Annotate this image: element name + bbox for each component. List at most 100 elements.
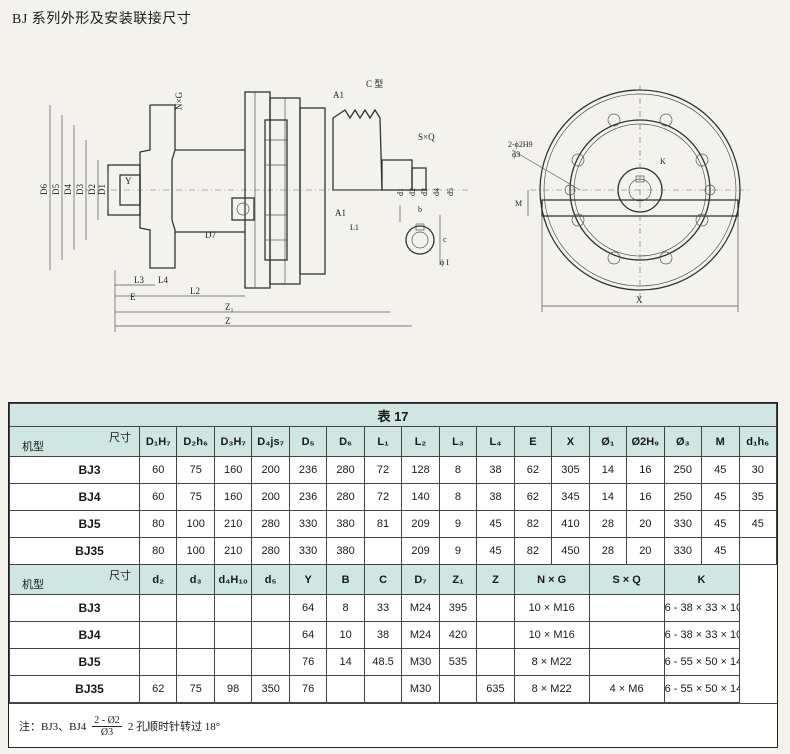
- data-cell: 62: [138, 675, 178, 703]
- column-header: Ø₃: [663, 426, 703, 457]
- data-cell: 75: [176, 456, 215, 484]
- label-d5-lower: d5: [446, 188, 455, 196]
- label-c: c: [443, 235, 447, 244]
- data-cell: 380: [326, 537, 365, 565]
- data-cell: 330: [663, 510, 703, 538]
- model-cell: BJ35: [9, 537, 140, 565]
- data-cell: [138, 621, 178, 649]
- data-cell: 45: [701, 483, 740, 511]
- data-cell: 98: [213, 675, 253, 703]
- column-header: L₄: [476, 426, 515, 457]
- data-cell: 395: [438, 594, 478, 622]
- model-cell: BJ4: [9, 483, 140, 511]
- data-cell: 280: [326, 483, 365, 511]
- data-cell: 4 × M6: [588, 675, 665, 703]
- data-cell: 28: [588, 510, 628, 538]
- column-header: Y: [288, 564, 328, 595]
- data-cell: [476, 648, 515, 676]
- page-title: BJ 系列外形及安装联接尺寸: [12, 12, 192, 27]
- data-cell: 6 - 38 × 33 × 10: [663, 594, 740, 622]
- note-suffix: 2 孔顺时针转过 18°: [127, 721, 221, 733]
- data-cell: 250: [663, 456, 703, 484]
- data-cell: 35: [738, 483, 777, 511]
- label-d1-upper: D1: [97, 184, 107, 195]
- label-z1: Z₁: [225, 302, 234, 312]
- data-cell: 250: [663, 483, 703, 511]
- model-cell: BJ5: [9, 648, 140, 676]
- data-cell: 62: [513, 483, 553, 511]
- data-cell: 8: [326, 594, 365, 622]
- data-cell: 280: [251, 537, 290, 565]
- column-header: S × Q: [588, 564, 665, 595]
- label-phi1: ϕ I: [440, 258, 449, 267]
- column-header: Ø2H₉: [626, 426, 665, 457]
- corner-model-label: 机型: [22, 441, 44, 453]
- data-cell: 420: [438, 621, 478, 649]
- label-phi3: ϕ3: [512, 150, 520, 159]
- data-cell: [588, 594, 665, 622]
- label-d3-lower: d3: [420, 188, 429, 196]
- data-cell: 8 × M22: [513, 648, 590, 676]
- data-cell: [363, 675, 403, 703]
- model-cell: BJ5: [9, 510, 140, 538]
- data-cell: 305: [551, 456, 590, 484]
- data-cell: [588, 648, 665, 676]
- column-header: D₄js₇: [251, 426, 290, 457]
- data-cell: 160: [213, 456, 253, 484]
- data-cell: [176, 621, 215, 649]
- column-header: L₂: [401, 426, 440, 457]
- model-cell: BJ4: [9, 621, 140, 649]
- note-fraction: 2 - Ø2 Ø3: [92, 715, 122, 738]
- column-header: d₄H₁₀: [213, 564, 253, 595]
- column-header: K: [663, 564, 740, 595]
- label-b: b: [418, 205, 422, 214]
- label-d4-lower: d4: [432, 188, 441, 196]
- column-header: L₃: [438, 426, 478, 457]
- data-cell: [213, 648, 253, 676]
- data-cell: 6 - 38 × 33 × 10: [663, 621, 740, 649]
- column-header: d₃: [176, 564, 215, 595]
- label-d2-lower: d2: [408, 188, 417, 196]
- label-nxg: N×G: [174, 91, 184, 110]
- data-cell: 280: [326, 456, 365, 484]
- data-cell: 30: [738, 456, 777, 484]
- label-k: K: [660, 157, 666, 166]
- data-cell: 82: [513, 510, 553, 538]
- label-l2: L2: [190, 286, 200, 296]
- technical-drawing: C 型 A1 N×G S×Q D6 D5 D4 D3 D2 D1 Y D7 A1…: [39, 79, 750, 332]
- label-a1-top: A1: [333, 90, 344, 100]
- table-caption: 表 17: [9, 403, 777, 427]
- label-hole: 2-ϕ2H9: [508, 140, 533, 149]
- data-cell: 45: [701, 456, 740, 484]
- column-header: d₅: [251, 564, 290, 595]
- note-prefix: 注：BJ3、BJ4: [19, 721, 87, 733]
- data-cell: [251, 594, 290, 622]
- data-cell: 76: [288, 648, 328, 676]
- data-cell: 210: [213, 537, 253, 565]
- data-cell: 160: [213, 483, 253, 511]
- data-cell: 60: [138, 456, 178, 484]
- data-cell: 280: [251, 510, 290, 538]
- label-d3: D3: [75, 184, 85, 195]
- data-cell: 75: [176, 675, 215, 703]
- data-cell: 80: [138, 537, 178, 565]
- data-cell: [476, 594, 515, 622]
- data-cell: 210: [213, 510, 253, 538]
- data-cell: 20: [626, 537, 665, 565]
- model-cell: BJ3: [9, 456, 140, 484]
- data-cell: 209: [401, 510, 440, 538]
- data-cell: 14: [588, 483, 628, 511]
- data-cell: [213, 594, 253, 622]
- data-cell: 140: [401, 483, 440, 511]
- column-header: D₆: [326, 426, 365, 457]
- front-view: [511, 85, 750, 312]
- header-corner: 尺寸机型: [9, 564, 140, 595]
- column-header: X: [551, 426, 590, 457]
- data-cell: 535: [438, 648, 478, 676]
- data-cell: 75: [176, 483, 215, 511]
